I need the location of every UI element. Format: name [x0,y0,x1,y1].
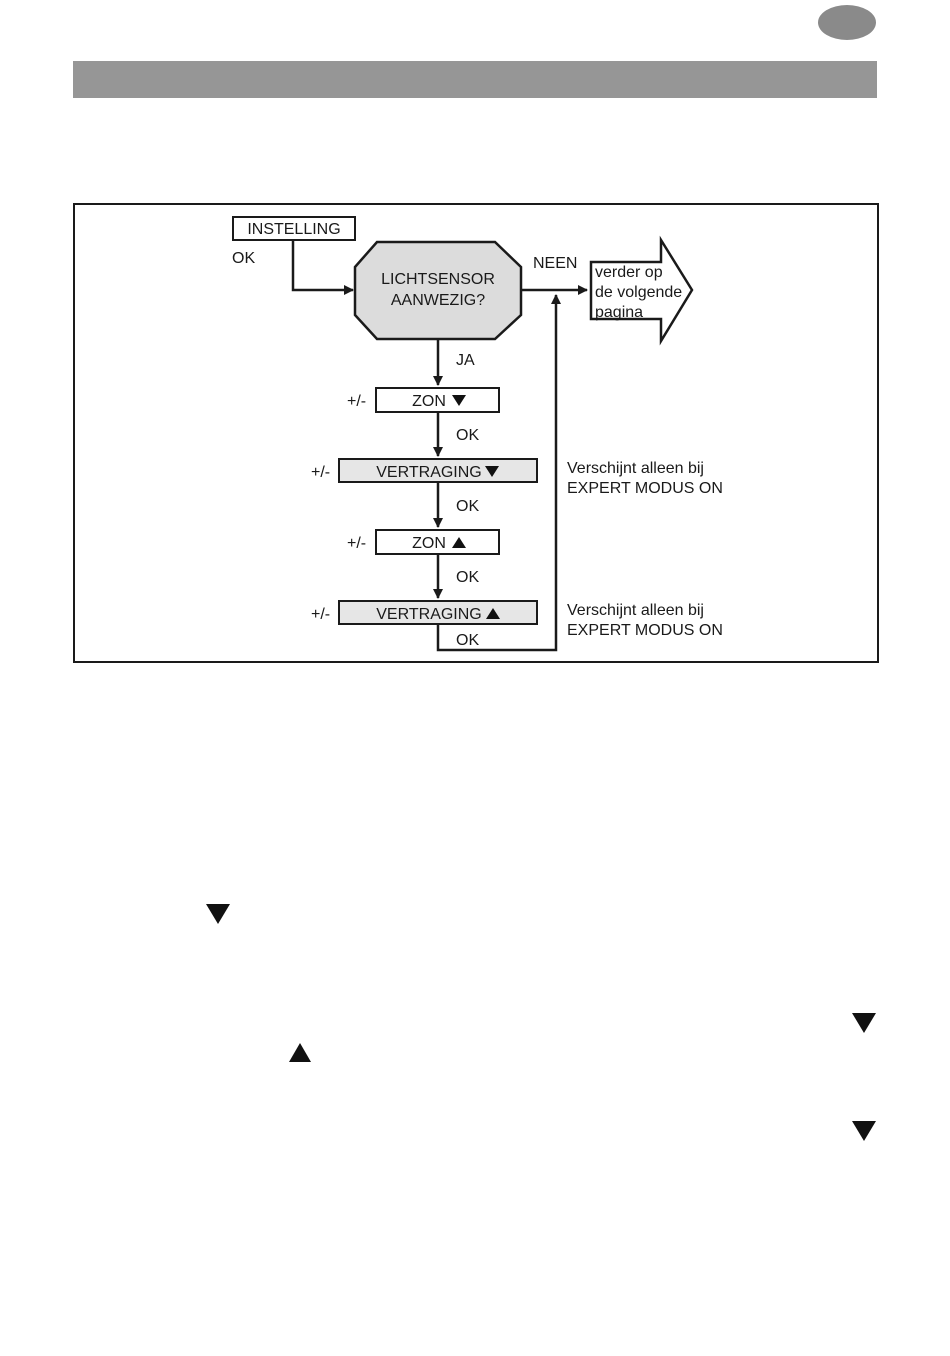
decision-lichtsensor-octagon [355,242,521,339]
up-triangle-icon [289,1043,311,1062]
note-1-line-2: EXPERT MODUS ON [567,480,723,497]
step-2-ok-label: OK [456,498,479,515]
step-3-ok-label: OK [456,569,479,586]
page-language-badge [818,5,876,40]
next-arrow-line-3: pagina [595,304,643,321]
step-3-label: ZON [412,535,446,552]
ja-label: JA [456,352,475,369]
section-header-bar [73,61,877,98]
step-4-ok-label: OK [456,632,479,649]
flowchart-frame: INSTELLING OK LICHTSENSOR AANWEZIG? NEEN… [73,203,879,663]
flowchart-diagram: INSTELLING OK LICHTSENSOR AANWEZIG? NEEN… [75,205,877,661]
neen-label: NEEN [533,255,577,272]
start-box-label: INSTELLING [247,221,340,238]
step-1-label: ZON [412,393,446,410]
step-2-label: VERTRAGING [376,464,482,481]
decision-line-1: LICHTSENSOR [381,271,495,288]
next-arrow-line-1: verder op [595,264,663,281]
down-triangle-icon [206,904,230,924]
note-2-line-1: Verschijnt alleen bij [567,602,704,619]
step-3-adjust-label: +/- [347,535,366,552]
start-to-decision-connector [293,240,353,290]
note-2-line-2: EXPERT MODUS ON [567,622,723,639]
note-1-line-1: Verschijnt alleen bij [567,460,704,477]
step-2-adjust-label: +/- [311,464,330,481]
step-1-ok-label: OK [456,427,479,444]
next-arrow-line-2: de volgende [595,284,682,301]
start-ok-label: OK [232,250,255,267]
step-4-label: VERTRAGING [376,606,482,623]
step-1-adjust-label: +/- [347,393,366,410]
down-triangle-icon [852,1121,876,1141]
step-4-adjust-label: +/- [311,606,330,623]
down-triangle-icon [852,1013,876,1033]
decision-line-2: AANWEZIG? [391,292,485,309]
